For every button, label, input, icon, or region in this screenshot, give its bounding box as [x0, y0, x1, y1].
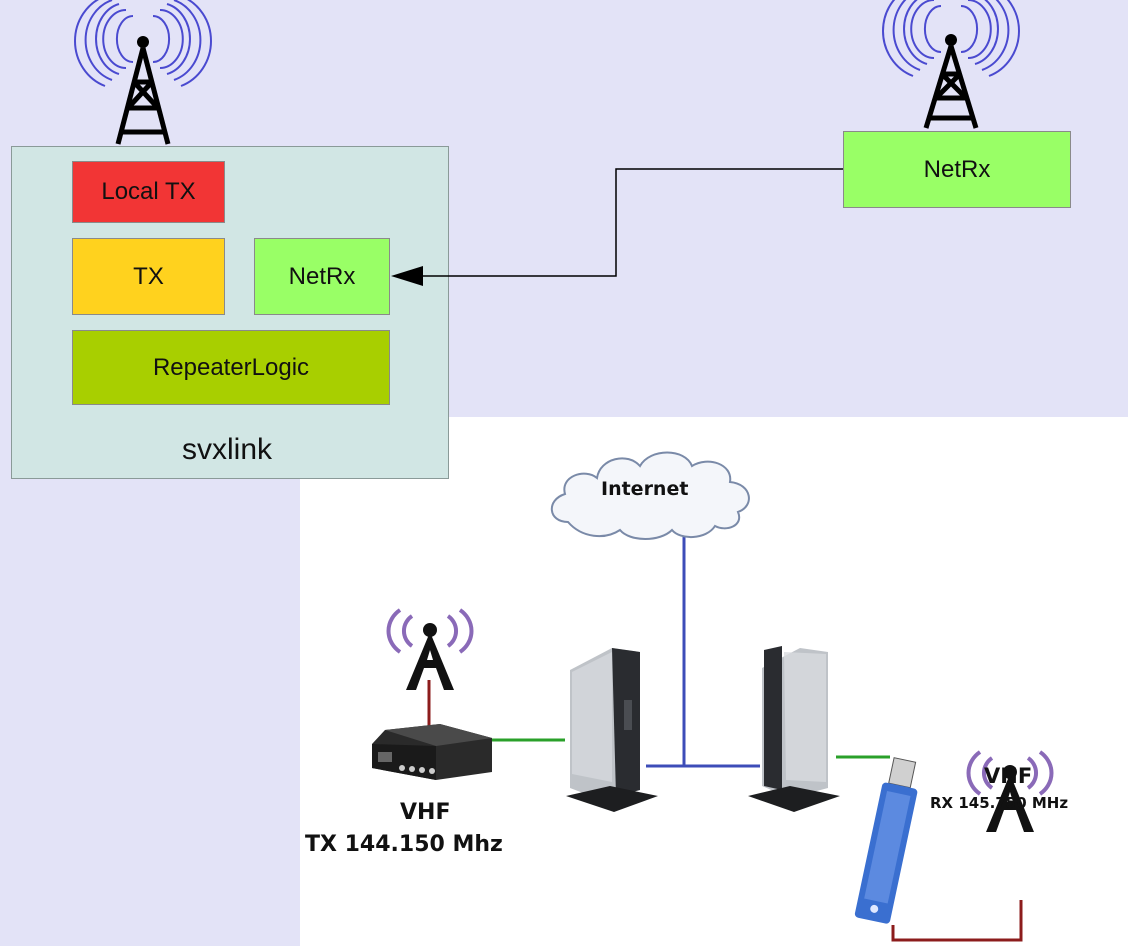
tx-label: TX — [133, 262, 164, 290]
netrx-local-label: NetRx — [288, 262, 356, 290]
thin-client-icon — [566, 648, 658, 812]
netrx-connector-line — [420, 168, 843, 277]
local-tx-label: Local TX — [101, 178, 196, 205]
repeater-logic-block: RepeaterLogic — [72, 330, 390, 405]
radio-transceiver-icon — [372, 724, 492, 780]
radio-tower-icon — [882, 0, 1020, 129]
cloud-icon — [550, 451, 750, 540]
tx-block: TX — [72, 238, 225, 315]
local-tx-block: Local TX — [72, 161, 225, 223]
right-radio-freq-label: RX 145.750 MHz — [930, 794, 1069, 812]
left-radio-band-label: VHF — [400, 800, 451, 825]
repeater-logic-label: RepeaterLogic — [152, 353, 310, 381]
right-radio-band-label: VHF — [984, 764, 1033, 788]
netrx-remote-block: NetRx — [843, 131, 1071, 208]
thin-client-icon — [748, 646, 840, 812]
red-cable-right — [891, 900, 1023, 942]
svxlink-box: Local TX TX NetRx RepeaterLogic svxlink — [11, 146, 449, 479]
netrx-remote-label: NetRx — [923, 155, 991, 183]
svxlink-label: svxlink — [182, 433, 273, 466]
internet-label: Internet — [601, 478, 689, 500]
arrow-icon — [391, 266, 423, 286]
usb-sdr-dongle-icon — [854, 757, 918, 924]
radio-tower-icon — [74, 0, 212, 145]
left-radio-freq-label: TX 144.150 Mhz — [305, 832, 503, 857]
netrx-local-block: NetRx — [254, 238, 390, 315]
radio-tower-icon — [386, 608, 474, 690]
